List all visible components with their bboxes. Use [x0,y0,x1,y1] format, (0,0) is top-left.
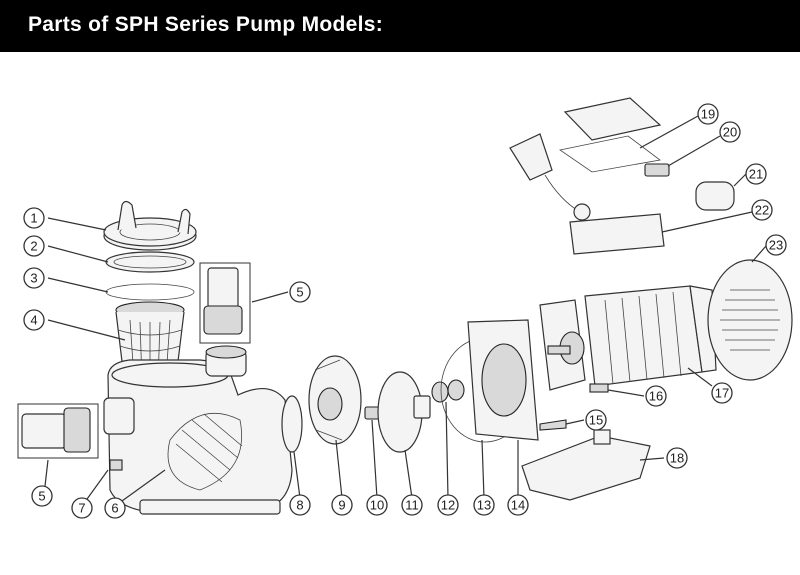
callout-label: 10 [370,498,384,513]
diffuser-o-ring [281,395,303,453]
impeller [377,371,431,453]
callout-20: 20 [719,121,741,143]
callout-9: 9 [331,494,353,516]
callout-13: 13 [473,494,495,516]
header-bar: Parts of SPH Series Pump Models: [0,0,800,52]
callout-label: 19 [701,107,715,122]
callout-15: 15 [585,409,607,431]
callout-10: 10 [366,494,388,516]
callout-label: 20 [723,125,737,140]
diffuser [308,355,362,445]
callout-6: 6 [104,497,126,519]
callout-17: 17 [711,382,733,404]
callout-7: 7 [71,497,93,519]
callout-label: 15 [589,413,603,428]
leader-lines [44,115,767,507]
callout-label: 9 [338,498,345,513]
callout-label: 2 [30,239,37,254]
union-connector-top [199,262,251,344]
callout-1: 1 [23,207,45,229]
drain-plug [109,459,123,471]
callout-label: 5 [296,285,303,300]
callout-22: 22 [751,199,773,221]
callout-4: 4 [23,309,45,331]
callout-18: 18 [666,447,688,469]
lid-o-ring [105,251,195,273]
callout-label: 12 [441,498,455,513]
callout-label: 7 [78,501,85,516]
callout-label: 13 [477,498,491,513]
callout-5-left: 5 [31,485,53,507]
page-title: Parts of SPH Series Pump Models: [28,13,384,36]
callout-14: 14 [507,494,529,516]
callout-11: 11 [401,494,423,516]
basket-gasket [105,283,195,301]
callout-label: 8 [296,498,303,513]
callout-label: 21 [749,167,763,182]
union-connector-left [17,403,99,459]
callout-16: 16 [645,385,667,407]
callout-label: 17 [715,386,729,401]
callout-5-top: 5 [289,281,311,303]
callout-23: 23 [765,234,787,256]
callout-label: 16 [649,389,663,404]
fan-cover [707,259,793,381]
callout-8: 8 [289,494,311,516]
callout-2: 2 [23,235,45,257]
callout-19: 19 [697,103,719,125]
motor [539,285,717,393]
callout-label: 1 [30,211,37,226]
strainer-lid [103,200,197,251]
callout-label: 4 [30,313,37,328]
pump-base [521,429,651,501]
callout-12: 12 [437,494,459,516]
callout-label: 11 [405,498,419,513]
callout-label: 22 [755,203,769,218]
callout-label: 6 [111,501,118,516]
pump-housing [103,345,293,515]
callout-label: 3 [30,271,37,286]
callout-3: 3 [23,267,45,289]
terminal-box [569,213,665,255]
mount-screw [539,419,567,431]
seal-plate [467,319,539,441]
capacitor-cylinder [695,181,735,211]
callout-label: 14 [511,498,525,513]
motor-screw [589,383,609,393]
terminal-box-cover [558,97,662,173]
callout-label: 18 [670,451,684,466]
callout-21: 21 [745,163,767,185]
impeller-bolt [364,406,380,420]
capacitor [644,163,670,177]
callout-label: 5 [38,489,45,504]
callout-label: 23 [769,238,783,253]
power-cord [509,133,591,221]
mechanical-seal [431,379,465,403]
